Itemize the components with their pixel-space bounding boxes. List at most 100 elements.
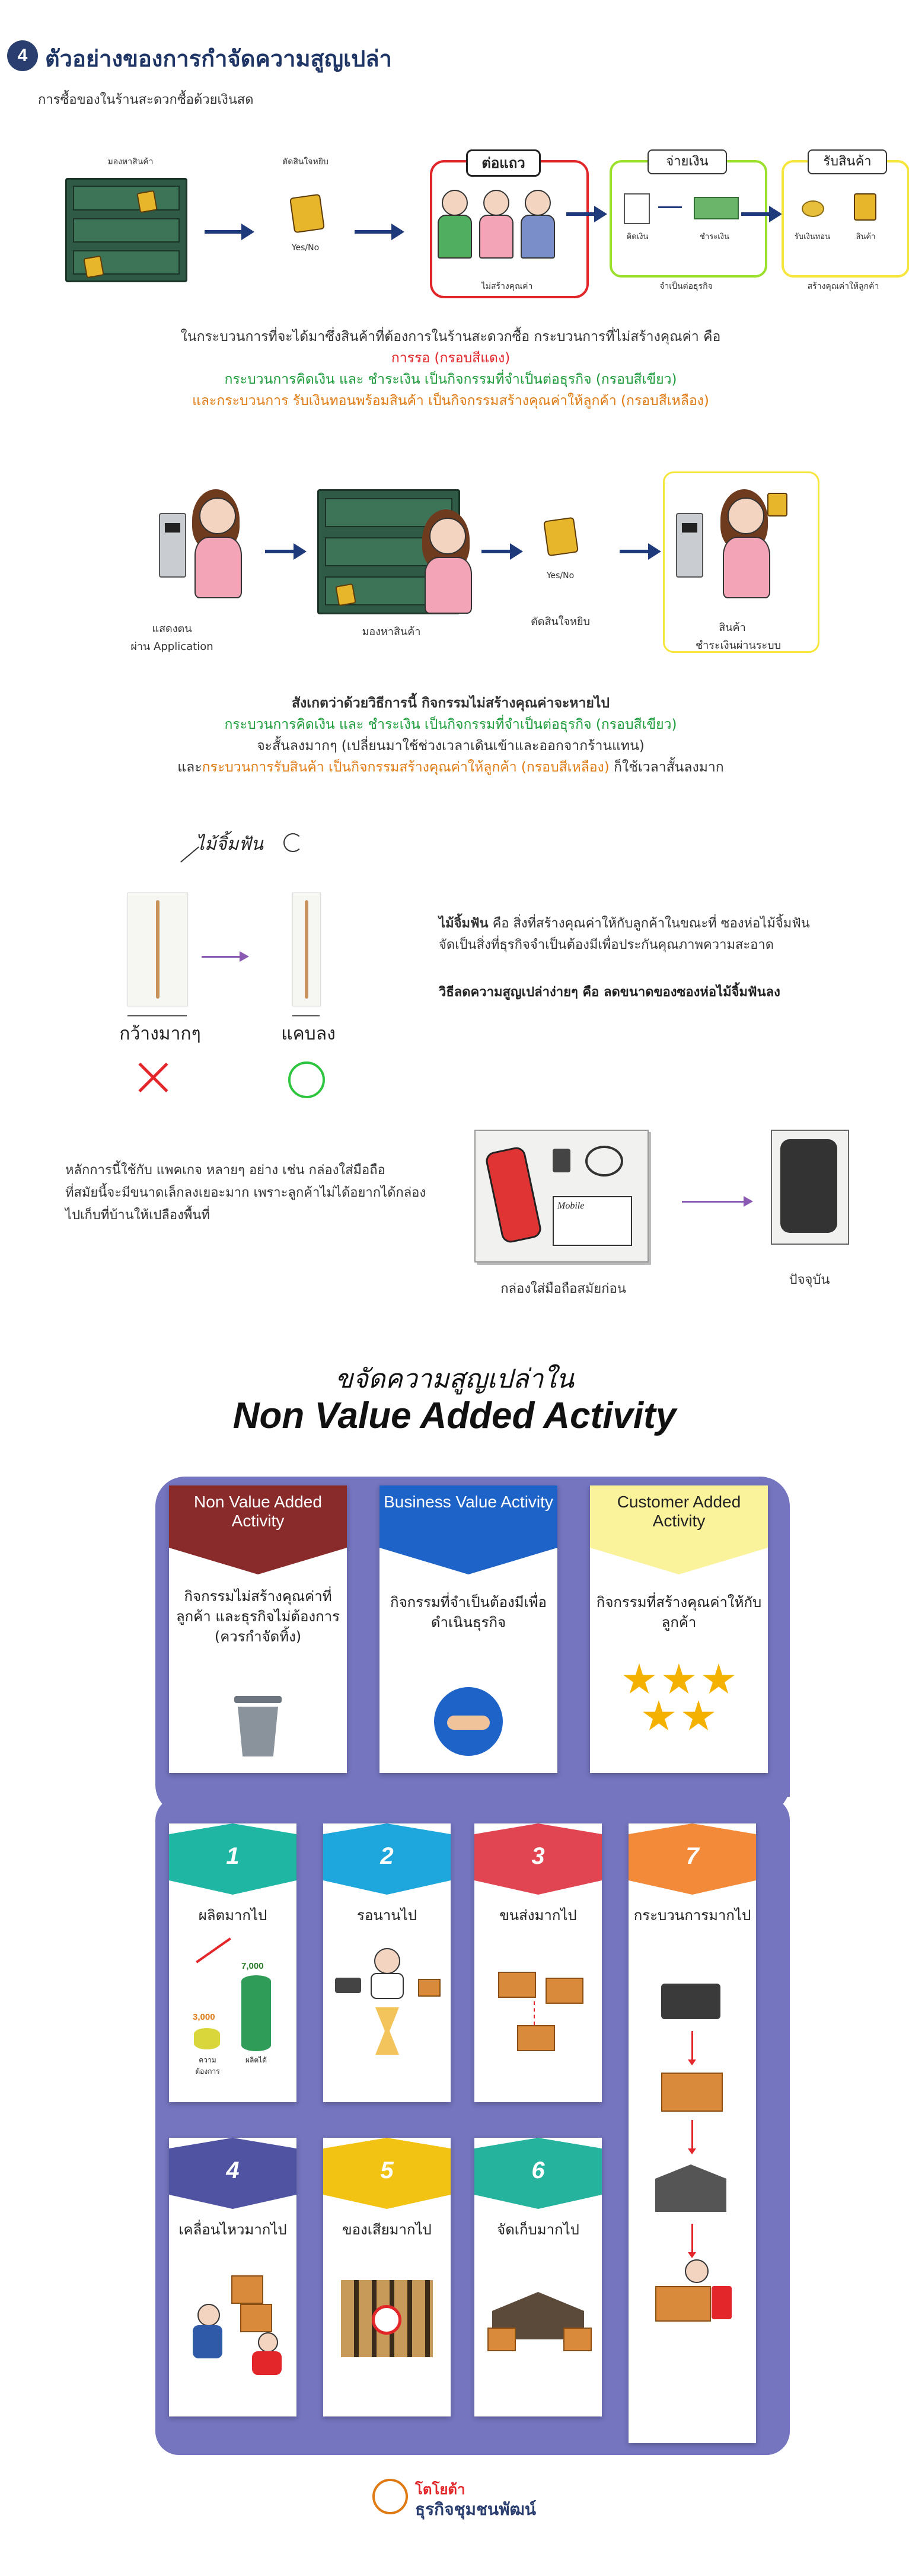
sewing-machine-icon	[661, 1984, 720, 2019]
boxes-icon	[563, 2328, 592, 2351]
cash-icon	[694, 197, 739, 219]
para2-line2: กระบวนการคิดเงิน และ ชำระเงิน เป็นกิจกรร…	[224, 717, 677, 732]
truck-icon	[546, 1978, 583, 2004]
waste-label: กระบวนการมากไป	[633, 1907, 751, 1924]
waste-card-2: 2 รอนานไป	[323, 1823, 451, 2102]
waste-card-4: 4 เคลื่อนไหวมากไป	[169, 2138, 296, 2416]
card-non-value: Non Value Added Activity กิจกรรมไม่สร้าง…	[169, 1485, 347, 1773]
arrow-down-icon	[688, 2031, 696, 2065]
person-icon	[479, 215, 513, 259]
para2-line4: และกระบวนการรับสินค้า เป็นกิจกรรมสร้างคุ…	[177, 760, 724, 775]
panel-notch	[362, 1773, 790, 1797]
value-small: 3,000	[193, 2012, 215, 2022]
para1-line1: ในกระบวนการที่จะได้มาซึ่งสินค้าที่ต้องกา…	[180, 329, 721, 345]
star-icon	[643, 1700, 675, 1730]
supply-bar	[241, 1975, 271, 2051]
boxes-icon	[231, 2275, 263, 2304]
new-phone-box	[771, 1130, 849, 1245]
snack-bag-icon	[289, 193, 325, 234]
curly-arrow-icon	[283, 833, 302, 852]
waste-label: จัดเก็บมากไป	[497, 2221, 579, 2238]
shelf-label: มองหาสินค้า	[107, 157, 154, 167]
paragraph-2: สังเกตว่าด้วยวิธีการนี้ กิจกรรมไม่สร้างค…	[95, 693, 806, 778]
scan-label-2: ผ่าน Application	[130, 640, 213, 653]
result-label-1: สินค้า	[719, 621, 746, 634]
growth-arrow-icon	[196, 1937, 231, 1963]
card-desc: กิจกรรมที่สร้างคุณค่าให้กับลูกค้า	[596, 1594, 762, 1631]
paragraph-1: ในกระบวนการที่จะได้มาซึ่งสินค้าที่ต้องกา…	[95, 326, 806, 412]
waste-number: 7	[629, 1823, 756, 1895]
toothpick-desc: ไม้จิ้มฟัน คือ สิ่งที่สร้างคุณค่าให้กับล…	[439, 916, 810, 952]
person-icon	[521, 215, 555, 259]
wrong-icon	[138, 1061, 170, 1093]
waste-card-7: 7 กระบวนการมากไป	[629, 1823, 756, 2443]
reject-icon	[372, 2305, 401, 2335]
page-title: ตัวอย่างของการกำจัดความสูญเปล่า	[45, 46, 392, 72]
star-icon	[623, 1663, 655, 1694]
arrow-down-icon	[688, 2224, 696, 2258]
receive-frame	[782, 160, 909, 278]
star-icon	[682, 1700, 715, 1730]
narrow-measure	[292, 1015, 320, 1016]
queue-caption: ไม่สร้างคุณค่า	[481, 282, 533, 291]
boxes-icon	[655, 2286, 711, 2322]
girl-body	[194, 537, 242, 598]
snack-bag-icon	[543, 517, 579, 557]
manual-box: Mobile	[553, 1196, 632, 1246]
boxes-icon	[487, 2328, 516, 2351]
worker-icon	[258, 2332, 278, 2352]
correct-icon	[288, 1061, 325, 1098]
para1-line2: การรอ (กรอบสีแดง)	[391, 350, 511, 366]
phone-icon	[484, 1145, 543, 1245]
snack-bag-icon	[767, 493, 787, 517]
card-business-value: Business Value Activity กิจกรรมที่จำเป็น…	[379, 1485, 557, 1773]
truck-icon	[517, 2025, 555, 2051]
receive-caption: สร้างคุณค่าให้ลูกค้า	[807, 282, 879, 291]
card-title: Customer Added Activity	[590, 1485, 768, 1574]
person-icon	[442, 190, 468, 216]
snack-bag-icon	[854, 193, 876, 221]
demand-bar	[194, 2028, 220, 2049]
girl-body	[425, 557, 472, 614]
pay-title-box: จ่ายเงิน	[648, 149, 727, 174]
para2-line1: สังเกตว่าด้วยวิธีการนี้ กิจกรรมไม่สร้างค…	[291, 696, 610, 711]
decide-yesno: Yes/No	[291, 243, 320, 253]
pay-arrow	[658, 206, 682, 208]
supply-caption: ผลิตได้	[245, 2056, 267, 2064]
person-icon	[483, 190, 509, 216]
girl-body	[723, 537, 770, 598]
brand-logo-icon	[372, 2479, 408, 2514]
arrow-right-icon	[205, 224, 254, 240]
scanner-icon	[676, 513, 703, 578]
receive-right: สินค้า	[856, 232, 876, 241]
arrow-right-icon	[481, 543, 523, 560]
flow1: มองหาสินค้า ตัดสินใจหยิบ Yes/No ต่อแถว ไ…	[0, 142, 909, 314]
shelf-label-2: มองหาสินค้า	[362, 626, 421, 638]
card-desc: กิจกรรมที่จำเป็นต้องมีเพื่อดำเนินธุรกิจ	[390, 1594, 547, 1631]
arrow-down-icon	[688, 2120, 696, 2154]
scanner-icon	[159, 513, 186, 578]
waste-number: 2	[323, 1823, 451, 1895]
arrow-right-icon	[620, 543, 661, 560]
cable-icon	[585, 1146, 623, 1177]
para1-line3: กระบวนการคิดเงิน และ ชำระเงิน เป็นกิจกรร…	[224, 372, 677, 387]
hourglass-icon	[375, 2007, 399, 2055]
star-icon	[703, 1663, 735, 1694]
wide-label: กว้างมากๆ	[119, 1024, 201, 1044]
arrow-right-icon	[265, 543, 307, 560]
old-box-label: กล่องใส่มือถือสมัยก่อน	[500, 1281, 626, 1296]
para1-line4: และกระบวนการ รับเงินทอนพร้อมสินค้า เป็นก…	[192, 393, 709, 409]
waste-number: 1	[169, 1823, 296, 1895]
waste-number: 5	[323, 2138, 451, 2209]
brand-name-2: ธุรกิจชุมชนพัฒน์	[415, 2500, 536, 2519]
waste-number: 6	[474, 2138, 602, 2209]
sewing-machine-icon	[335, 1978, 361, 1993]
delivery-person-icon	[685, 2259, 709, 2283]
decide-label-2: ตัดสินใจหยิบ	[531, 616, 590, 628]
pay-caption: จำเป็นต่อธุรกิจ	[659, 282, 713, 291]
boxes-icon	[240, 2304, 272, 2332]
pay-right: ชำระเงิน	[700, 232, 729, 241]
worker-body	[193, 2325, 222, 2358]
card-customer-value: Customer Added Activity กิจกรรมที่สร้างค…	[590, 1485, 768, 1773]
warehouse-icon	[655, 2164, 726, 2212]
